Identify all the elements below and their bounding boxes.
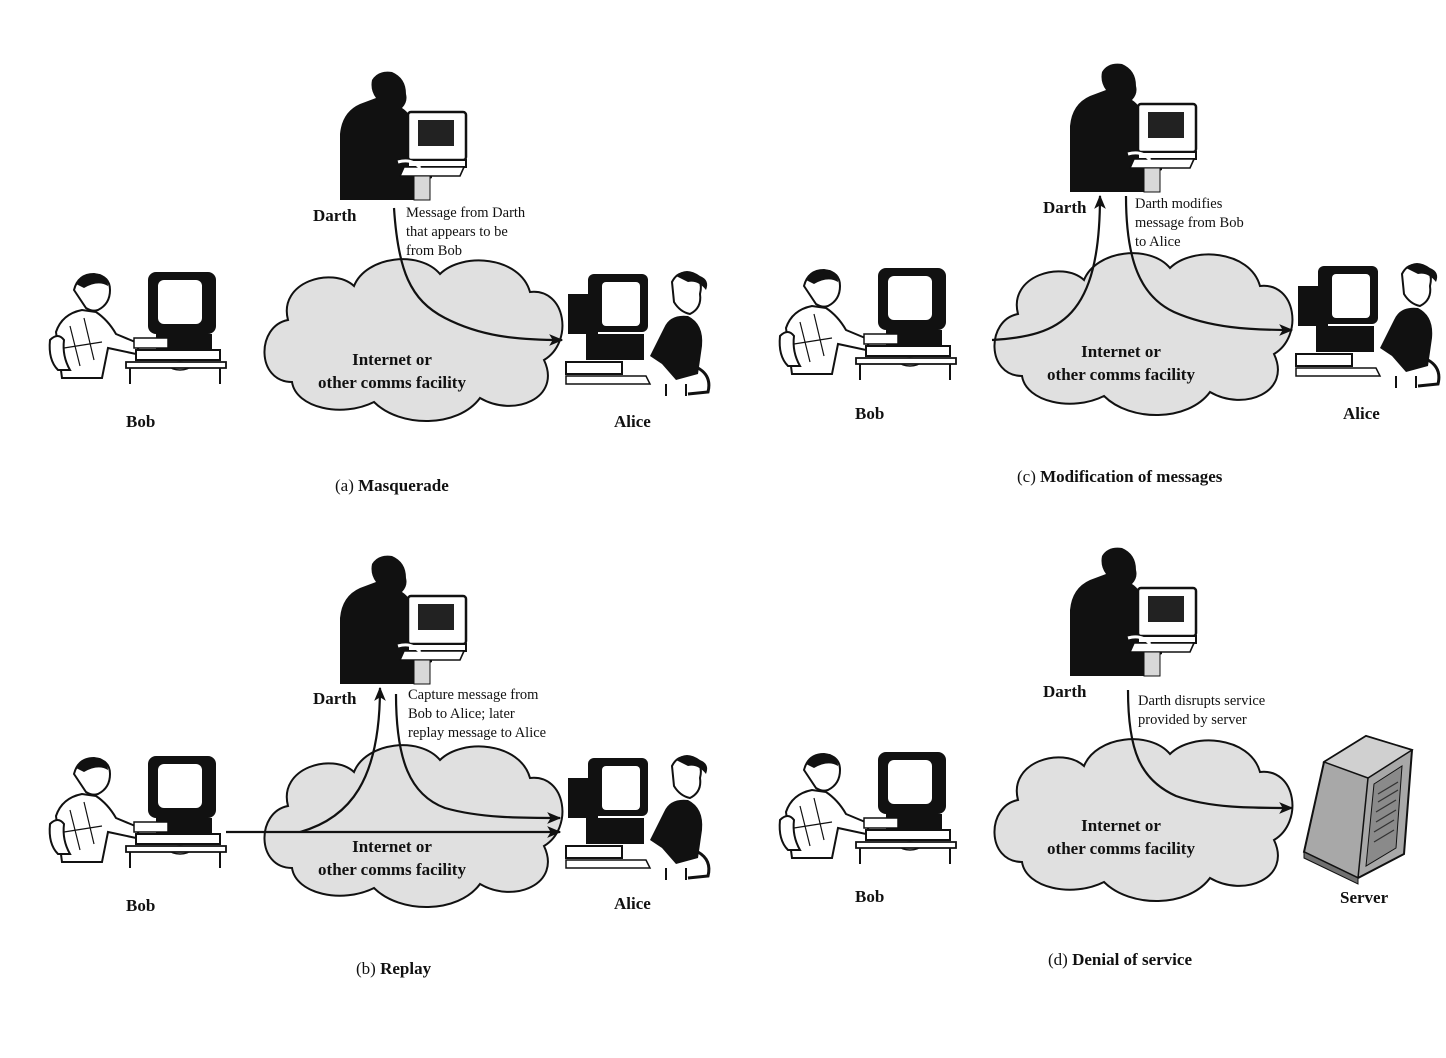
cloud-line: other comms facility [318, 860, 466, 879]
modification-note: Darth modifies message from Bob to Alice [1135, 195, 1244, 252]
cloud-icon [263, 744, 564, 909]
note-line: that appears to be [406, 224, 508, 240]
bob-computer-icon [778, 751, 957, 865]
capture-arrow [299, 686, 386, 834]
cloud-label: Internet or other comms facility [1021, 814, 1221, 860]
note-line: provided by server [1138, 712, 1247, 728]
disrupt-arrow [1126, 689, 1294, 814]
note-line: from Bob [406, 243, 462, 259]
bob-to-darth-arrow [991, 194, 1106, 342]
caption-title: Denial of service [1072, 950, 1192, 969]
caption-masquerade: (a) Masquerade [335, 476, 449, 496]
caption-denial-of-service: (d) Denial of service [1048, 950, 1192, 970]
caption-title: Replay [380, 959, 432, 978]
alice-computer-icon [1294, 261, 1441, 390]
darth-to-alice-arrow [1124, 195, 1294, 336]
note-line: replay message to Alice [408, 725, 547, 741]
note-line: Darth disrupts service [1138, 693, 1266, 709]
bob-label: Bob [855, 404, 885, 423]
bob-label: Bob [126, 412, 156, 431]
bob-computer-icon [778, 267, 957, 381]
note-line: Message from Darth [406, 205, 526, 221]
darth-computer-icon [338, 70, 468, 202]
cloud-line: Internet or [352, 837, 432, 856]
cloud-label: Internet or other comms facility [292, 835, 492, 881]
caption-title: Modification of messages [1040, 467, 1223, 486]
caption-modification: (c) Modification of messages [1017, 467, 1222, 487]
cloud-line: other comms facility [1047, 365, 1195, 384]
note-line: Bob to Alice; later [408, 706, 515, 722]
darth-label: Darth [313, 689, 357, 708]
cloud-line: other comms facility [1047, 839, 1195, 858]
cloud-line: Internet or [352, 350, 432, 369]
darth-label: Darth [313, 206, 357, 225]
cloud-icon [263, 258, 564, 423]
cloud-line: Internet or [1081, 342, 1161, 361]
darth-computer-icon [1068, 62, 1198, 194]
caption-prefix: (c) [1017, 467, 1036, 486]
server-icon [1303, 735, 1413, 885]
masquerade-message-arrow [392, 207, 564, 346]
bob-label: Bob [126, 896, 156, 915]
darth-computer-icon [1068, 546, 1198, 678]
replay-arrow [394, 693, 562, 824]
bob-computer-icon [48, 755, 227, 869]
cloud-label: Internet or other comms facility [1021, 340, 1221, 386]
note-line: to Alice [1135, 234, 1181, 250]
alice-label: Alice [614, 894, 651, 913]
cloud-line: Internet or [1081, 816, 1161, 835]
caption-title: Masquerade [358, 476, 449, 495]
alice-label: Alice [1343, 404, 1380, 423]
bob-computer-icon [48, 271, 227, 385]
cloud-label: Internet or other comms facility [292, 348, 492, 394]
alice-label: Alice [614, 412, 651, 431]
darth-computer-icon [338, 554, 468, 686]
alice-computer-icon [564, 269, 711, 398]
note-line: message from Bob [1135, 215, 1244, 231]
alice-computer-icon [564, 753, 711, 882]
caption-prefix: (d) [1048, 950, 1068, 969]
caption-prefix: (b) [356, 959, 376, 978]
bob-label: Bob [855, 887, 885, 906]
note-line: Capture message from [408, 687, 539, 703]
darth-label: Darth [1043, 682, 1087, 701]
cloud-line: other comms facility [318, 373, 466, 392]
darth-label: Darth [1043, 198, 1087, 217]
dos-note: Darth disrupts service provided by serve… [1138, 692, 1265, 730]
server-label: Server [1340, 888, 1389, 907]
caption-replay: (b) Replay [356, 959, 431, 979]
caption-prefix: (a) [335, 476, 354, 495]
replay-note: Capture message from Bob to Alice; later… [408, 686, 546, 743]
masquerade-note: Message from Darth that appears to be fr… [406, 204, 525, 261]
note-line: Darth modifies [1135, 196, 1223, 212]
cloud-icon [993, 252, 1294, 417]
